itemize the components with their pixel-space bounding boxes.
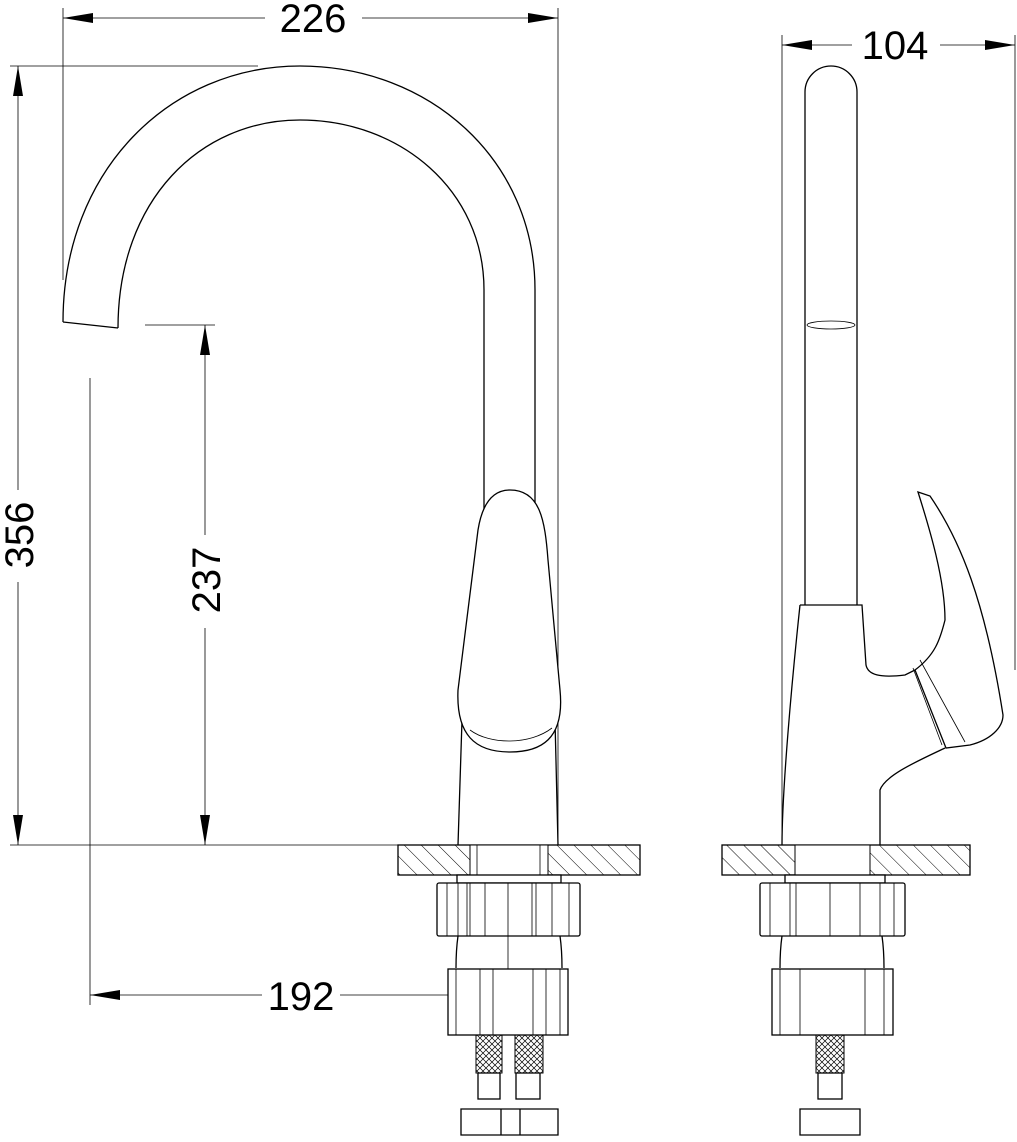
dimension-label-237: 237 [185, 547, 229, 614]
countertop-section-front [397, 844, 641, 876]
side-view: 104 [721, 24, 1016, 1136]
spout [62, 65, 536, 520]
countertop-section-side [721, 844, 971, 876]
faucet-body [457, 719, 559, 846]
dimension-label-104: 104 [862, 24, 929, 68]
dimension-label-226: 226 [280, 0, 347, 41]
mounting-nut-side [759, 874, 906, 1036]
handle-edge [469, 727, 553, 742]
dimension-356: 356 [0, 65, 258, 845]
lever-detail [912, 659, 966, 746]
dimension-label-356: 356 [0, 502, 42, 569]
dimension-226: 226 [62, 0, 559, 845]
front-view: 226 356 237 192 [0, 0, 641, 1136]
body-side [781, 604, 946, 846]
shank-nut-front [447, 968, 569, 1036]
aerator-ring [806, 320, 856, 330]
lever-side [914, 490, 1004, 749]
dimension-104: 104 [781, 24, 1016, 845]
mounting-nut-front [436, 874, 581, 969]
dimension-237: 237 [145, 324, 229, 845]
spout-side [804, 65, 858, 605]
handle [457, 489, 562, 753]
dimension-label-192: 192 [268, 975, 335, 1019]
supply-hoses-front [460, 1034, 559, 1136]
supply-hose-side [799, 1034, 861, 1136]
